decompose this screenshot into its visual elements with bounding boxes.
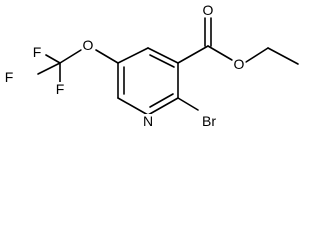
- bond-ring-c5-c4: [117, 47, 149, 64]
- atom-label-br: Br: [201, 113, 217, 129]
- bond-c3-carbonyl-c: [177, 45, 209, 64]
- bond-cf3-f-left: [37, 62, 61, 75]
- bond-cf3-f-top: [45, 54, 61, 64]
- atom-label-o-carbonyl: O: [201, 2, 215, 18]
- bond-ring-c2-n: [147, 97, 179, 116]
- atom-label-o-ether: O: [81, 37, 95, 53]
- bond-ring-n-c6: [117, 97, 149, 116]
- bond-o-ester-ch2: [245, 47, 269, 63]
- bond-ring-c4-c3-inner: [149, 54, 175, 68]
- structure-diagram: O O O F F F N Br: [3, 2, 299, 129]
- bond-layer: [37, 17, 299, 116]
- bond-ch2-ch3: [267, 47, 299, 65]
- atom-label-o-ester: O: [232, 56, 246, 72]
- bond-o-ether-cf3: [59, 49, 82, 64]
- atom-label-f-bottom: F: [54, 81, 66, 97]
- bond-ring-c2-n-inner: [149, 93, 174, 108]
- bond-carbonyl-c-o-ester: [207, 45, 233, 61]
- atom-label-f-left: F: [3, 69, 15, 85]
- atom-label-f-top: F: [31, 44, 43, 60]
- bond-c2-br: [177, 97, 199, 111]
- bond-c5-o-ether: [95, 49, 119, 64]
- bond-ring-c4-c3: [147, 47, 179, 64]
- atom-label-n-ring: N: [141, 113, 155, 129]
